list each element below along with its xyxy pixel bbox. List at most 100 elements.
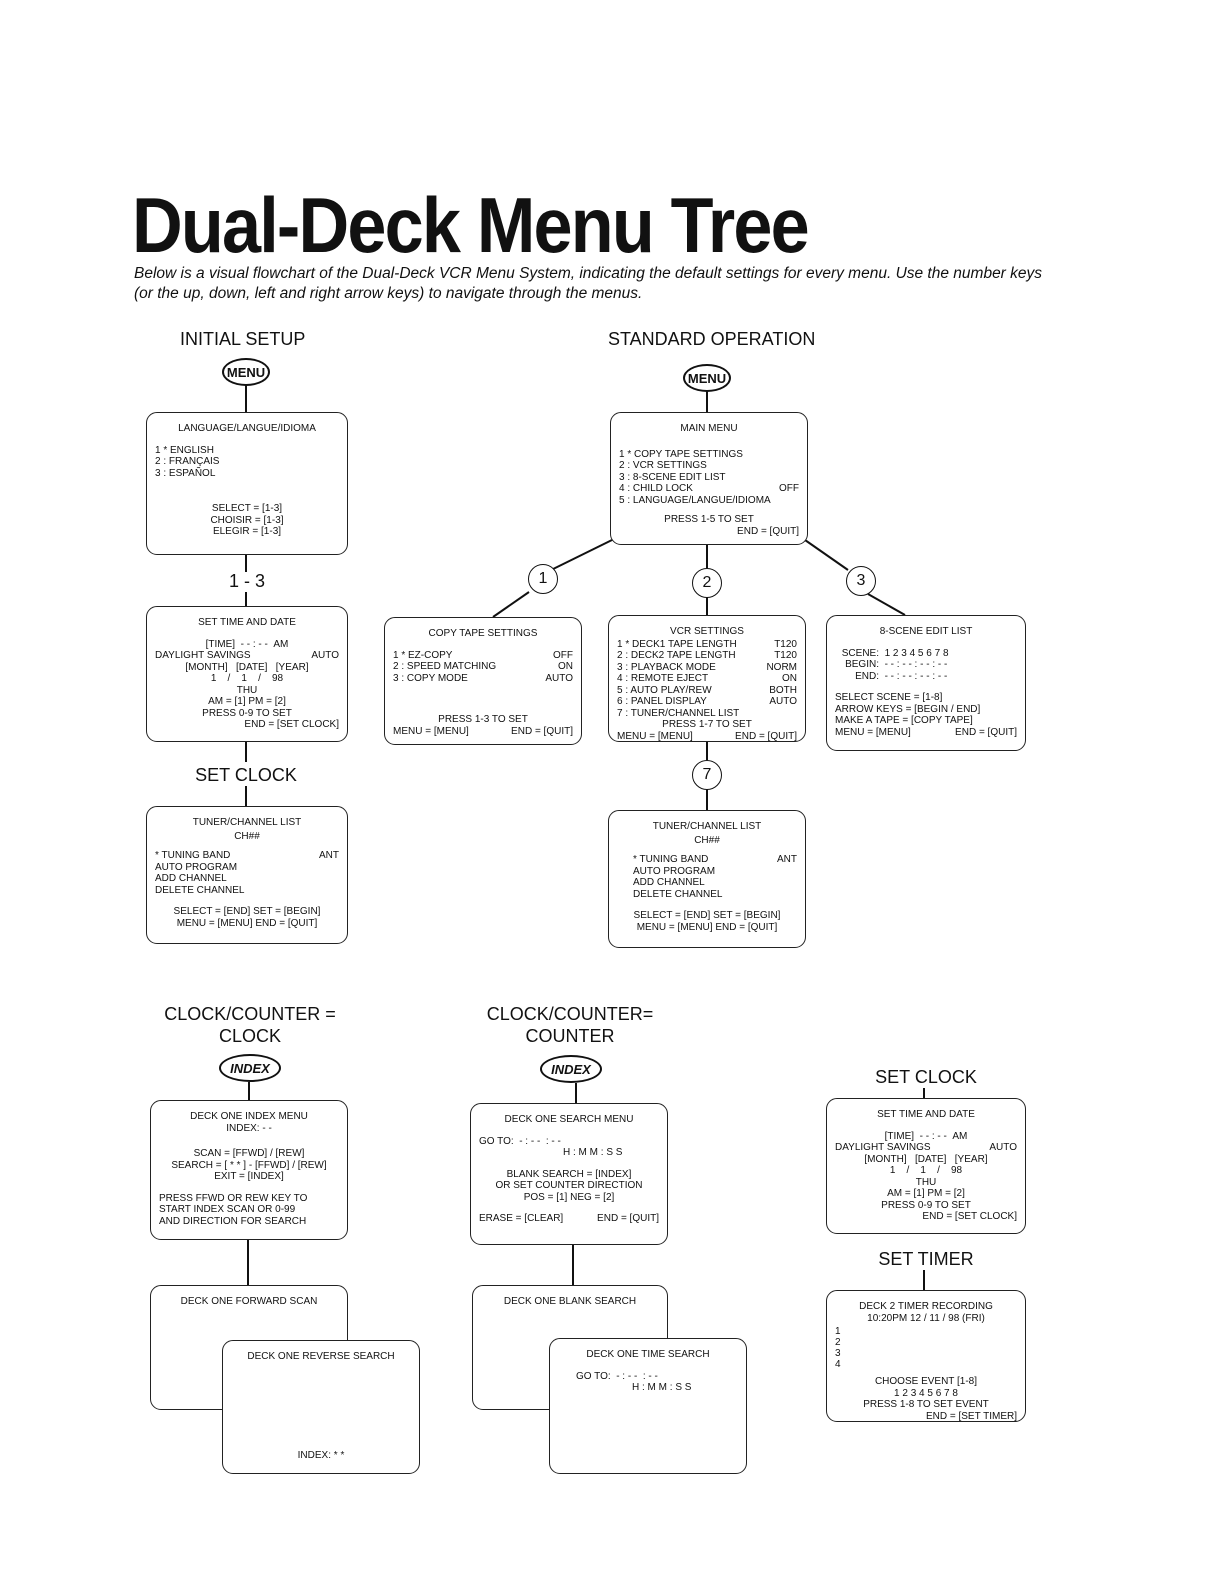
screen-subtitle: INDEX: - - — [226, 1122, 272, 1134]
list-item: AUTO PROGRAM — [633, 865, 716, 877]
option-espanol: 3 : ESPAÑOL — [155, 467, 216, 479]
choose-event: CHOOSE EVENT [1-8] — [874, 1376, 978, 1387]
end-prompt: END = [SET TIMER] — [925, 1410, 1017, 1422]
page-title: Dual-Deck Menu Tree — [132, 181, 810, 269]
goto-format: H : M M : S S — [632, 1382, 692, 1393]
connector-3-scene — [867, 593, 906, 616]
goto-format: H : M M : S S — [563, 1147, 623, 1158]
list-item: 3 : 8-SCENE EDIT LIST — [619, 471, 726, 483]
list-item: 2 : VCR SETTINGS — [619, 460, 707, 471]
instruction-line: PRESS FFWD OR REW KEY TO — [159, 1192, 308, 1204]
step-label: 1 - 3 — [228, 571, 266, 591]
dst-value: AUTO — [989, 1142, 1017, 1153]
ampm-keys: AM = [1] PM = [2] — [887, 1188, 965, 1199]
screen-subtitle: CH## — [234, 830, 260, 842]
press-prompt: PRESS 1-5 TO SET — [664, 514, 754, 525]
instruction-line: POS = [1] NEG = [2] — [523, 1191, 615, 1203]
option-english: 1 * ENGLISH — [155, 444, 214, 456]
begin-label: BEGIN: — [845, 659, 879, 670]
day-value: THU — [236, 684, 258, 696]
set-timer-label: SET TIMER — [878, 1249, 974, 1269]
option-francais: 2 : FRANÇAIS — [155, 456, 220, 467]
screen-title: SET TIME AND DATE — [877, 1109, 975, 1120]
branch-number-1: 1 — [528, 564, 558, 594]
ampm-value: AM — [273, 638, 289, 650]
index-button[interactable]: INDEX — [219, 1054, 281, 1082]
list-item: AUTO PROGRAM — [155, 861, 238, 873]
branch-number-2: 2 — [692, 568, 722, 598]
index-value: INDEX: * * — [297, 1449, 345, 1461]
goto-value: - : - - : - - — [616, 1370, 658, 1382]
dst-label: DAYLIGHT SAVINGS — [835, 1142, 931, 1153]
prompt-select: SELECT = [1-3] — [211, 503, 283, 514]
timer-recording-screen: DECK 2 TIMER RECORDING 10:20PM 12 / 11 /… — [826, 1290, 1026, 1422]
footer-menu: MENU = [MENU] — [617, 730, 693, 742]
screen-title: TUNER/CHANNEL LIST — [652, 821, 762, 832]
main-menu-screen: MAIN MENU 1 * COPY TAPE SETTINGS 2 : VCR… — [610, 412, 808, 545]
date-header: [MONTH] [DATE] [YEAR] — [185, 661, 309, 673]
screen-title: DECK ONE BLANK SEARCH — [503, 1296, 637, 1307]
instruction-line: START INDEX SCAN OR 0-99 — [159, 1204, 296, 1215]
list-item: DELETE CHANNEL — [155, 884, 245, 896]
press-prompt: PRESS 1-3 TO SET — [438, 714, 528, 725]
screen-title: VCR SETTINGS — [670, 626, 744, 637]
footer-line: MENU = [MENU] END = [QUIT] — [636, 921, 778, 933]
instruction-line: ARROW KEYS = [BEGIN / END] — [835, 703, 981, 715]
scene-label: SCENE: — [841, 647, 879, 659]
time-label: [TIME] — [884, 1130, 915, 1142]
instruction-line: SEARCH = [ * * ] - [FFWD] / [REW] — [171, 1159, 327, 1171]
date-value: 1 / 1 / 98 — [889, 1165, 963, 1176]
screen-title: DECK ONE REVERSE SEARCH — [247, 1351, 395, 1362]
footer-end: END = [QUIT] — [955, 726, 1017, 738]
search-menu-screen: DECK ONE SEARCH MENU GO TO: - : - - : - … — [470, 1103, 668, 1245]
branch-number-3: 3 — [846, 566, 876, 596]
intro-text: Below is a visual flowchart of the Dual-… — [134, 265, 1043, 302]
menu-button[interactable]: MENU — [683, 364, 731, 392]
set-time-date-screen-right: SET TIME AND DATE [TIME] - - : - - AM DA… — [826, 1098, 1026, 1234]
goto-label: GO TO: — [479, 1135, 514, 1147]
press-prompt: PRESS 0-9 TO SET — [202, 707, 292, 719]
list-item: 7 : TUNER/CHANNEL LIST — [617, 707, 740, 719]
menu-button[interactable]: MENU — [222, 358, 270, 386]
list-item: 1 * COPY TAPE SETTINGS — [619, 448, 743, 460]
screen-title: DECK ONE INDEX MENU — [190, 1111, 308, 1122]
timer-datetime: 10:20PM 12 / 11 / 98 (FRI) — [867, 1312, 985, 1324]
time-value: - - : - - — [240, 638, 268, 650]
footer-menu: MENU = [MENU] — [835, 726, 911, 738]
instruction-line: OR SET COUNTER DIRECTION — [495, 1180, 643, 1191]
list-item: ADD CHANNEL — [633, 877, 705, 888]
footer-line: SELECT = [END] SET = [BEGIN] — [173, 906, 321, 917]
instruction-line: MAKE A TAPE = [COPY TAPE] — [835, 715, 973, 726]
end-prompt: END = [QUIT] — [737, 525, 799, 537]
list-item: DELETE CHANNEL — [633, 888, 723, 900]
time-date-screen: SET TIME AND DATE [TIME] - - : - - AM DA… — [146, 606, 348, 742]
screen-subtitle: CH## — [694, 834, 720, 846]
index-button[interactable]: INDEX — [540, 1055, 602, 1083]
counter-mode-heading-1: CLOCK/COUNTER= — [486, 1004, 654, 1024]
clock-mode-heading-1: CLOCK/COUNTER = — [164, 1004, 336, 1024]
connector-main-1 — [544, 539, 613, 574]
set-clock-right-label: SET CLOCK — [875, 1067, 977, 1087]
prompt-choisir: CHOISIR = [1-3] — [210, 514, 284, 526]
connector-1-copy — [492, 591, 530, 618]
screen-title: COPY TAPE SETTINGS — [428, 628, 538, 639]
footer-erase: ERASE = [CLEAR] — [479, 1213, 564, 1224]
press-prompt: PRESS 1-7 TO SET — [662, 719, 752, 730]
footer-line: MENU = [MENU] END = [QUIT] — [176, 917, 318, 929]
list-item: 2 — [835, 1337, 841, 1348]
list-item: 5 : LANGUAGE/LANGUE/IDIOMA — [619, 494, 771, 506]
end-prompt: END = [SET CLOCK] — [244, 719, 339, 730]
